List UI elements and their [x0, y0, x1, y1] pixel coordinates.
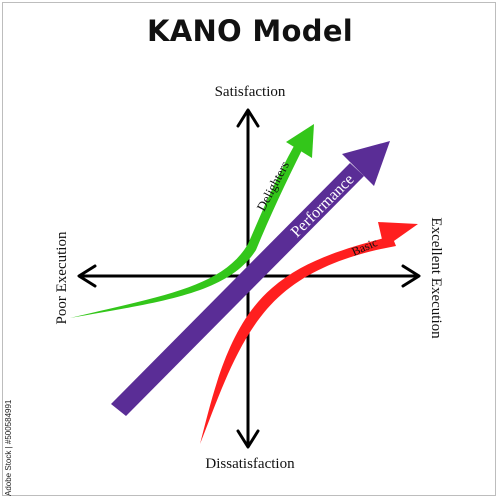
vertical-axis-bottom-arrowhead	[236, 429, 260, 449]
basic-curve	[200, 222, 418, 444]
basic-band	[200, 236, 396, 444]
page-title: KANO Model	[146, 14, 354, 48]
basic-arrowhead	[378, 222, 418, 248]
performance-band	[111, 163, 364, 416]
delighters-curve	[70, 124, 314, 318]
performance-arrowhead	[342, 141, 390, 186]
y-axis-bottom-label: Dissatisfaction	[205, 456, 295, 472]
stock-watermark-id: Adobe Stock | #500584991	[4, 399, 13, 496]
y-axis-top-label: Satisfaction	[215, 84, 286, 100]
vertical-axis-top-arrowhead	[236, 108, 260, 128]
performance-curve	[111, 141, 390, 416]
x-axis-left-label: Poor Execution	[54, 231, 70, 324]
delighters-band	[70, 146, 302, 318]
horizontal-axis-right-arrowhead	[401, 264, 421, 288]
x-axis-right-label: Excellent Execution	[428, 217, 444, 339]
basic-label: Basic	[350, 235, 380, 259]
horizontal-axis-left-arrowhead	[77, 264, 97, 288]
performance-label: Performance	[288, 171, 358, 241]
delighters-arrowhead	[286, 124, 314, 158]
